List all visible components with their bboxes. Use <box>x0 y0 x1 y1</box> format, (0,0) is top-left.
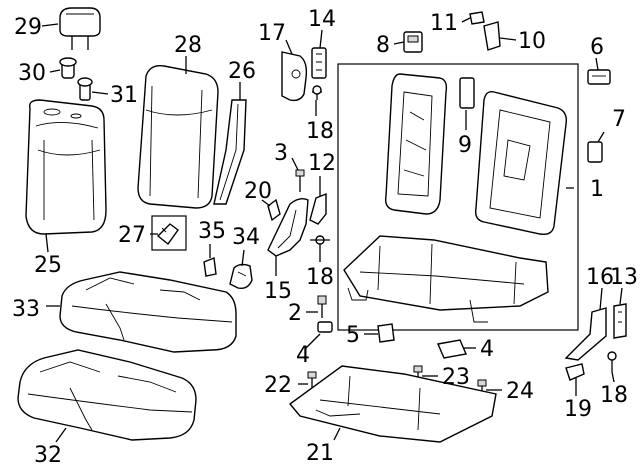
callout-1: 1 <box>590 177 604 202</box>
callout-27: 27 <box>118 223 146 248</box>
callout-24: 24 <box>506 379 534 404</box>
callout-33: 33 <box>12 297 40 322</box>
callout-8: 8 <box>376 33 390 58</box>
callout-22: 22 <box>264 373 292 398</box>
mounting-bracket-part <box>309 192 327 225</box>
latch-part <box>311 47 327 79</box>
clip-part <box>317 321 333 333</box>
callout-4b: 4 <box>480 337 494 362</box>
side-trim-part <box>564 307 607 361</box>
pivot-cover-part <box>483 21 501 51</box>
seat-frame-assembly-part <box>337 63 579 331</box>
latch-bezel-part <box>281 51 308 102</box>
callout-25: 25 <box>34 253 62 278</box>
callout-23: 23 <box>442 365 470 390</box>
seat-back-trim-part <box>213 99 247 205</box>
clip-part <box>377 323 395 343</box>
callout-30: 30 <box>18 61 46 86</box>
side-panel-part <box>267 197 309 257</box>
callout-labels: 29 30 31 25 28 26 17 14 18 3 12 20 27 35… <box>12 7 638 468</box>
bolt-part <box>312 85 322 100</box>
callout-3: 3 <box>274 141 288 166</box>
seat-cushion-pad-part <box>17 349 197 441</box>
callout-11: 11 <box>430 11 458 36</box>
callout-6: 6 <box>590 35 604 60</box>
callout-14: 14 <box>308 7 336 32</box>
callout-21: 21 <box>306 441 334 466</box>
seat-back-cover-part <box>25 99 107 235</box>
cap-part <box>469 11 485 25</box>
trim-clip-part <box>267 198 281 222</box>
callout-18b: 18 <box>306 265 334 290</box>
callout-35: 35 <box>198 219 226 244</box>
end-cap-part <box>587 69 611 85</box>
bolt-part <box>310 235 330 245</box>
bracket-part <box>565 363 585 381</box>
callout-15: 15 <box>264 279 292 304</box>
callout-17: 17 <box>258 21 286 46</box>
bolt-part <box>317 295 327 318</box>
bolt-part <box>607 351 617 372</box>
callout-18a: 18 <box>306 119 334 144</box>
callout-12: 12 <box>308 151 336 176</box>
small-bracket-part <box>403 31 423 53</box>
callout-34: 34 <box>232 225 260 250</box>
callout-10: 10 <box>518 29 546 54</box>
callout-9: 9 <box>458 133 472 158</box>
bolt-part <box>295 169 305 192</box>
headrest-part <box>59 7 101 50</box>
callout-28: 28 <box>174 33 202 58</box>
retainer-clip-part <box>151 215 187 251</box>
callout-4a: 4 <box>296 343 310 368</box>
callout-32: 32 <box>34 443 62 468</box>
hinge-bracket-part <box>613 303 627 339</box>
callout-19: 19 <box>564 397 592 422</box>
clip-part <box>587 141 603 163</box>
callout-2: 2 <box>288 301 302 326</box>
callout-29: 29 <box>14 15 42 40</box>
callout-26: 26 <box>228 59 256 84</box>
headrest-guide-lock-part <box>77 77 93 101</box>
callout-7: 7 <box>612 107 626 132</box>
callout-18c: 18 <box>600 383 628 408</box>
release-handle-part <box>229 263 253 290</box>
headrest-guide-part <box>59 57 77 79</box>
seat-cushion-cover-part <box>59 271 237 353</box>
callout-20: 20 <box>244 179 272 204</box>
callout-31: 31 <box>110 83 138 108</box>
callout-5: 5 <box>346 323 360 348</box>
bracket-part <box>437 339 467 359</box>
clip-part <box>203 257 217 277</box>
seat-back-pad-part <box>137 65 219 209</box>
callout-16: 16 <box>586 265 614 290</box>
seat-pan-part <box>288 365 497 443</box>
leader-lines <box>41 17 623 443</box>
callout-13: 13 <box>610 265 638 290</box>
